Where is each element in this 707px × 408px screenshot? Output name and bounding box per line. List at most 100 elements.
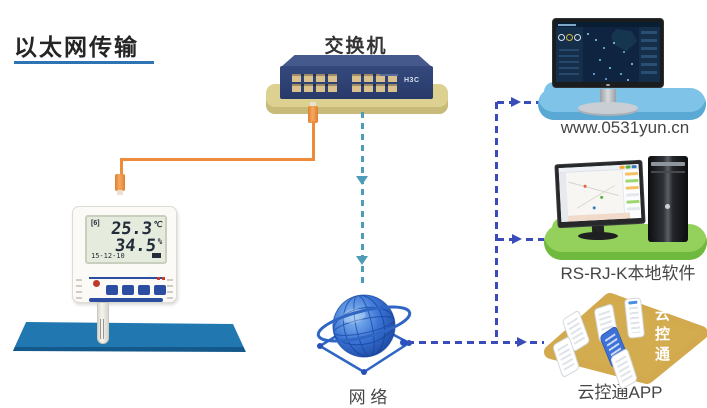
monitor-logo-dot: [606, 84, 610, 86]
tower-drive-bay: [651, 162, 685, 166]
lcd-date-value: 15-12-10: [91, 252, 125, 260]
switch-ports-group1-row2: [292, 84, 337, 92]
panel-row: [626, 192, 640, 197]
panel-bar: [559, 61, 579, 63]
sensor-led-2: [162, 277, 165, 280]
dashboard-topbar-logo: [558, 24, 576, 26]
arrowhead-right-app: [517, 337, 527, 347]
mobile-app-label: 云控通APP: [577, 383, 663, 402]
sensor-button-4: [154, 285, 166, 295]
map-pin-blue: [592, 206, 596, 210]
pc-monitor-base: [578, 232, 618, 240]
map-pin-green: [600, 195, 604, 199]
toolbar-chip-blue: [631, 165, 637, 169]
panel-bar: [559, 49, 579, 51]
dashed-line-to-software: [497, 238, 512, 241]
panel-row: [641, 47, 657, 50]
lcd-temperature-unit: ℃: [153, 220, 163, 229]
panel-row: [624, 171, 639, 176]
sensor-probe: [97, 302, 109, 344]
temperature-humidity-sensor: [6] 25.3 ℃ 34.5 % 15-12-10: [72, 206, 177, 303]
switch-brand-logo: H3C: [404, 77, 420, 84]
network-globe-icon: [312, 286, 416, 382]
dashed-line-vertical-branch: [495, 102, 498, 344]
panel-bar: [559, 73, 579, 75]
cable-tip-top: [310, 102, 316, 107]
dashed-line-to-web-tail: [524, 101, 540, 104]
dashboard-right-panel: [639, 27, 660, 82]
toolbar-chip-orange: [619, 165, 625, 169]
panel-bar: [559, 55, 579, 57]
app-platform-badge: 云控通: [653, 306, 670, 366]
map-road-1: [568, 181, 619, 197]
dashboard-topbar: [556, 22, 660, 27]
sensor-button-1: [106, 285, 118, 295]
dashed-line-to-app-tail: [530, 341, 544, 344]
network-label: 网 络: [348, 388, 388, 407]
panel-row: [641, 71, 657, 74]
cable-connector-top: [308, 106, 318, 123]
toolbar-chip-green: [625, 165, 631, 169]
phone-screen-lines: [557, 343, 575, 372]
dashed-line-to-software-tail: [526, 238, 544, 241]
pc-software-screen: [558, 163, 642, 223]
route-junction-dot: [400, 339, 407, 346]
probe-slits: [100, 319, 106, 339]
arrowhead-down-1: [356, 176, 368, 185]
software-right-panel: [621, 168, 642, 219]
switch-top-face: [281, 55, 432, 67]
switch-ports-group1-row1: [292, 74, 337, 82]
sensor-panel-bar: [89, 298, 163, 302]
sensor-led-1: [157, 277, 160, 280]
battery-icon: [152, 253, 161, 258]
cable-segment-vertical-left: [120, 160, 123, 176]
map-landmass: [611, 29, 637, 51]
arrowhead-right-web: [511, 97, 521, 107]
arrowhead-right-software: [512, 234, 522, 244]
panel-row: [641, 55, 657, 58]
tower-vent-band: [651, 171, 685, 173]
cable-segment-vertical-right: [312, 121, 315, 160]
dashed-line-globe-right: [407, 341, 517, 344]
dashed-line-to-web: [497, 101, 511, 104]
sensor-button-3: [138, 285, 150, 295]
software-side-rail: [558, 172, 569, 223]
panel-row: [641, 63, 657, 66]
gauge-ring-2: [566, 34, 573, 41]
tower-power-button: [665, 204, 670, 209]
sensor-vents-left: [76, 279, 82, 301]
switch-device: H3C: [280, 66, 433, 99]
switch-label: 交换机: [324, 36, 388, 57]
phone-screen-lines: [628, 306, 641, 334]
gauge-ring-3: [574, 34, 581, 41]
switch-ports-group2-row2: [352, 84, 397, 92]
cloud-icon: [628, 300, 638, 305]
dashboard-map: [583, 27, 639, 82]
cable-segment-horizontal: [120, 158, 315, 161]
page-title: 以太网传输: [14, 34, 139, 60]
lcd-humidity-unit: %: [157, 237, 163, 246]
pc-monitor: [554, 159, 646, 229]
map-device-dots: [587, 33, 589, 35]
sensor-button-2: [122, 285, 134, 295]
monitor-stand-base: [578, 102, 638, 114]
arrowhead-down-2: [356, 256, 368, 265]
local-software-label: RS-RJ-K本地软件: [560, 264, 696, 283]
web-dashboard-screen: [556, 22, 660, 82]
gauge-ring-1: [558, 34, 565, 41]
dashboard-left-panel: [556, 27, 583, 82]
panel-row: [625, 185, 639, 190]
title-underline: [14, 61, 154, 64]
sensor-brand-logo: [93, 280, 100, 287]
cable-connector-bottom: [115, 174, 125, 191]
web-url-label: www.0531yun.cn: [560, 118, 690, 137]
panel-row: [641, 31, 657, 34]
sensor-platform: [12, 321, 246, 353]
panel-row: [626, 199, 640, 204]
switch-ports-group2-row1: [352, 74, 397, 82]
panel-row: [641, 39, 657, 42]
sensor-panel-line: [89, 277, 163, 279]
sensor-lcd-display: [6] 25.3 ℃ 34.5 % 15-12-10: [85, 215, 167, 264]
phone-screen-lines: [615, 355, 633, 384]
